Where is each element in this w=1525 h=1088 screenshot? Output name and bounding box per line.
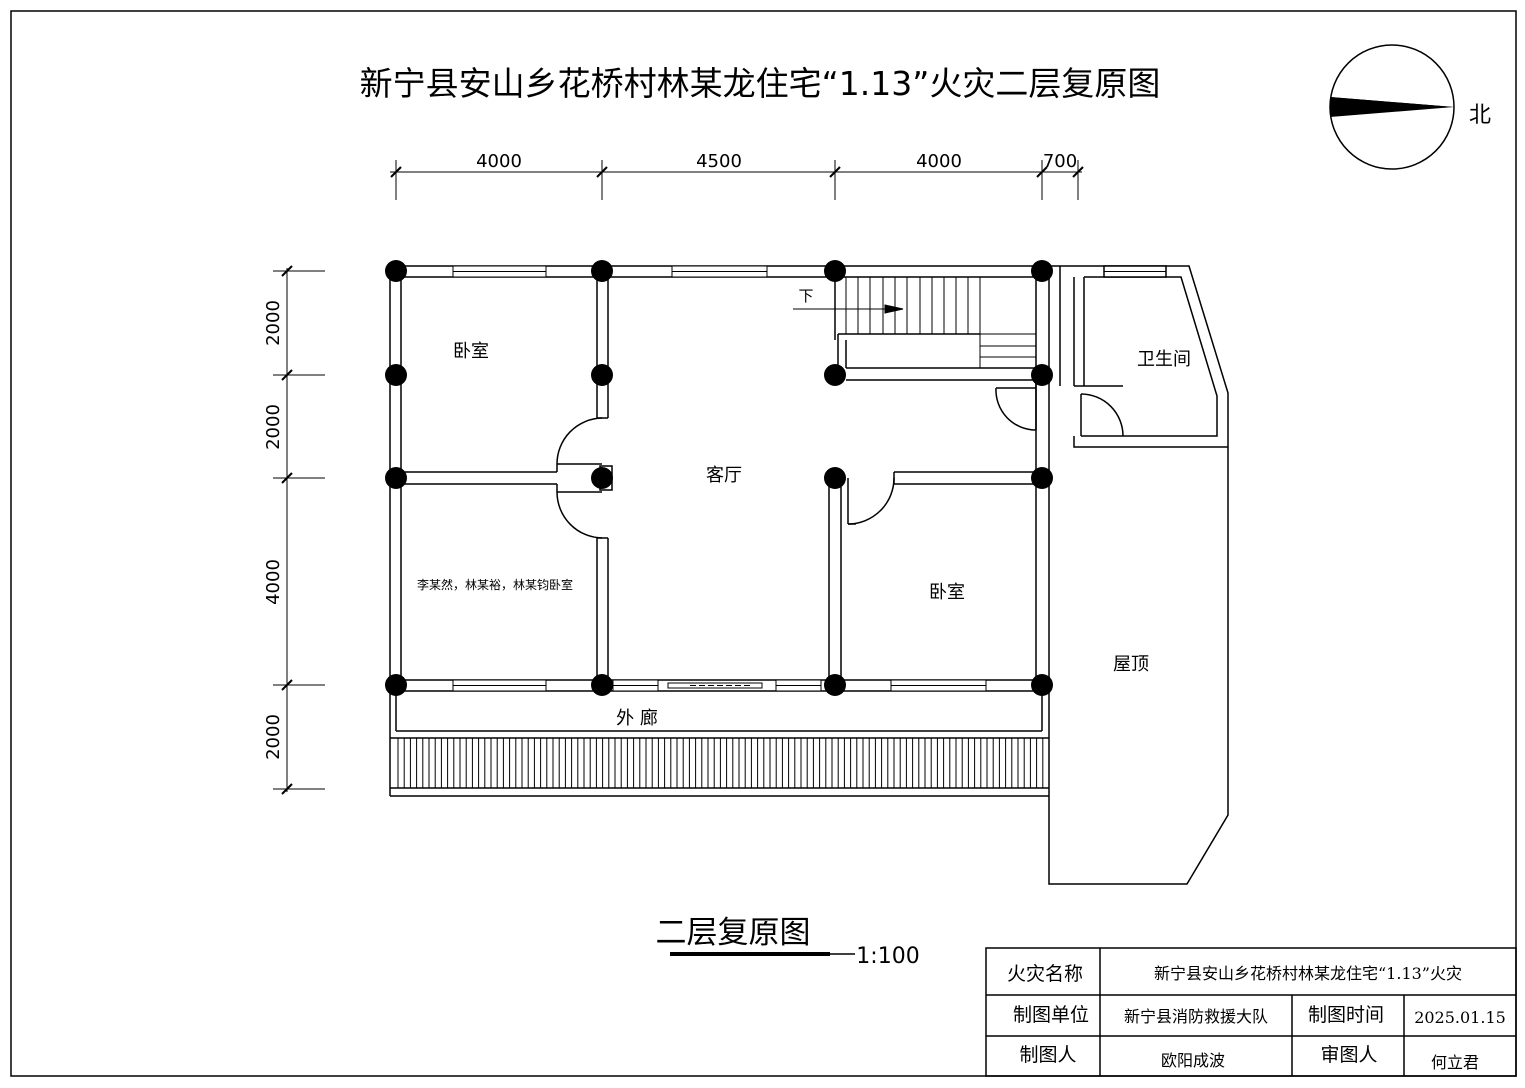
room-label-bedroom-nw: 卧室 — [453, 341, 489, 362]
room-label-bathroom: 卫生间 — [1137, 349, 1191, 370]
north-compass-icon — [1329, 44, 1455, 170]
room-label-bedroom-e: 卧室 — [929, 582, 965, 603]
sheet-frame — [10, 10, 1517, 1077]
bathroom-roof-annex — [1048, 265, 1229, 885]
doors — [556, 387, 1037, 539]
south-windows — [452, 679, 987, 692]
top-dimension-line — [390, 160, 1084, 200]
left-dim-3: 4000 — [263, 559, 284, 605]
top-dim-1: 4000 — [476, 151, 522, 172]
title-block-unit-label: 制图单位 — [1013, 1004, 1089, 1026]
top-dim-4: 700 — [1043, 151, 1077, 172]
left-dimension-line — [273, 265, 325, 795]
title-block-drafter: 欧阳成波 — [1161, 1051, 1225, 1070]
title-block-reviewer: 何立君 — [1431, 1053, 1479, 1072]
stairs-down-label: 下 — [798, 287, 813, 305]
title-block-unit: 新宁县消防救援大队 — [1124, 1007, 1268, 1026]
top-dim-3: 4000 — [916, 151, 962, 172]
room-label-corridor: 外 廊 — [616, 708, 658, 729]
north-label: 北 — [1469, 103, 1491, 128]
top-dim-2: 4500 — [696, 151, 742, 172]
title-block-time-label: 制图时间 — [1308, 1004, 1384, 1026]
title-block-drafter-label: 制图人 — [1019, 1044, 1076, 1066]
title-block-reviewer-label: 审图人 — [1320, 1044, 1377, 1066]
interior-walls — [401, 277, 1037, 680]
north-windows — [452, 265, 768, 278]
left-dim-1: 2000 — [263, 300, 284, 346]
title-block-time: 2025.01.15 — [1414, 1008, 1506, 1027]
plan-title: 新宁县安山乡花桥村林某龙住宅“1.13”火灾二层复原图 — [360, 64, 1161, 103]
left-dim-4: 2000 — [263, 714, 284, 760]
corridor-railing — [397, 738, 1044, 788]
title-block-fire-name: 新宁县安山乡花桥村林某龙住宅“1.13”火灾 — [1154, 964, 1462, 983]
title-block-fire-name-label: 火灾名称 — [1007, 963, 1083, 985]
room-label-living: 客厅 — [706, 465, 742, 486]
outer-corridor — [390, 691, 1049, 797]
room-label-roof: 屋顶 — [1113, 654, 1149, 675]
title-block-grid — [985, 947, 1517, 1077]
left-dim-2: 2000 — [263, 404, 284, 450]
drawing-scale: 1:100 — [856, 944, 919, 969]
drawing-name: 二层复原图 — [656, 915, 811, 951]
staircase — [793, 277, 1036, 368]
structural-columns — [385, 260, 1053, 696]
room-label-bedroom-sw: 李某然，林某裕，林某钧卧室 — [417, 577, 573, 592]
